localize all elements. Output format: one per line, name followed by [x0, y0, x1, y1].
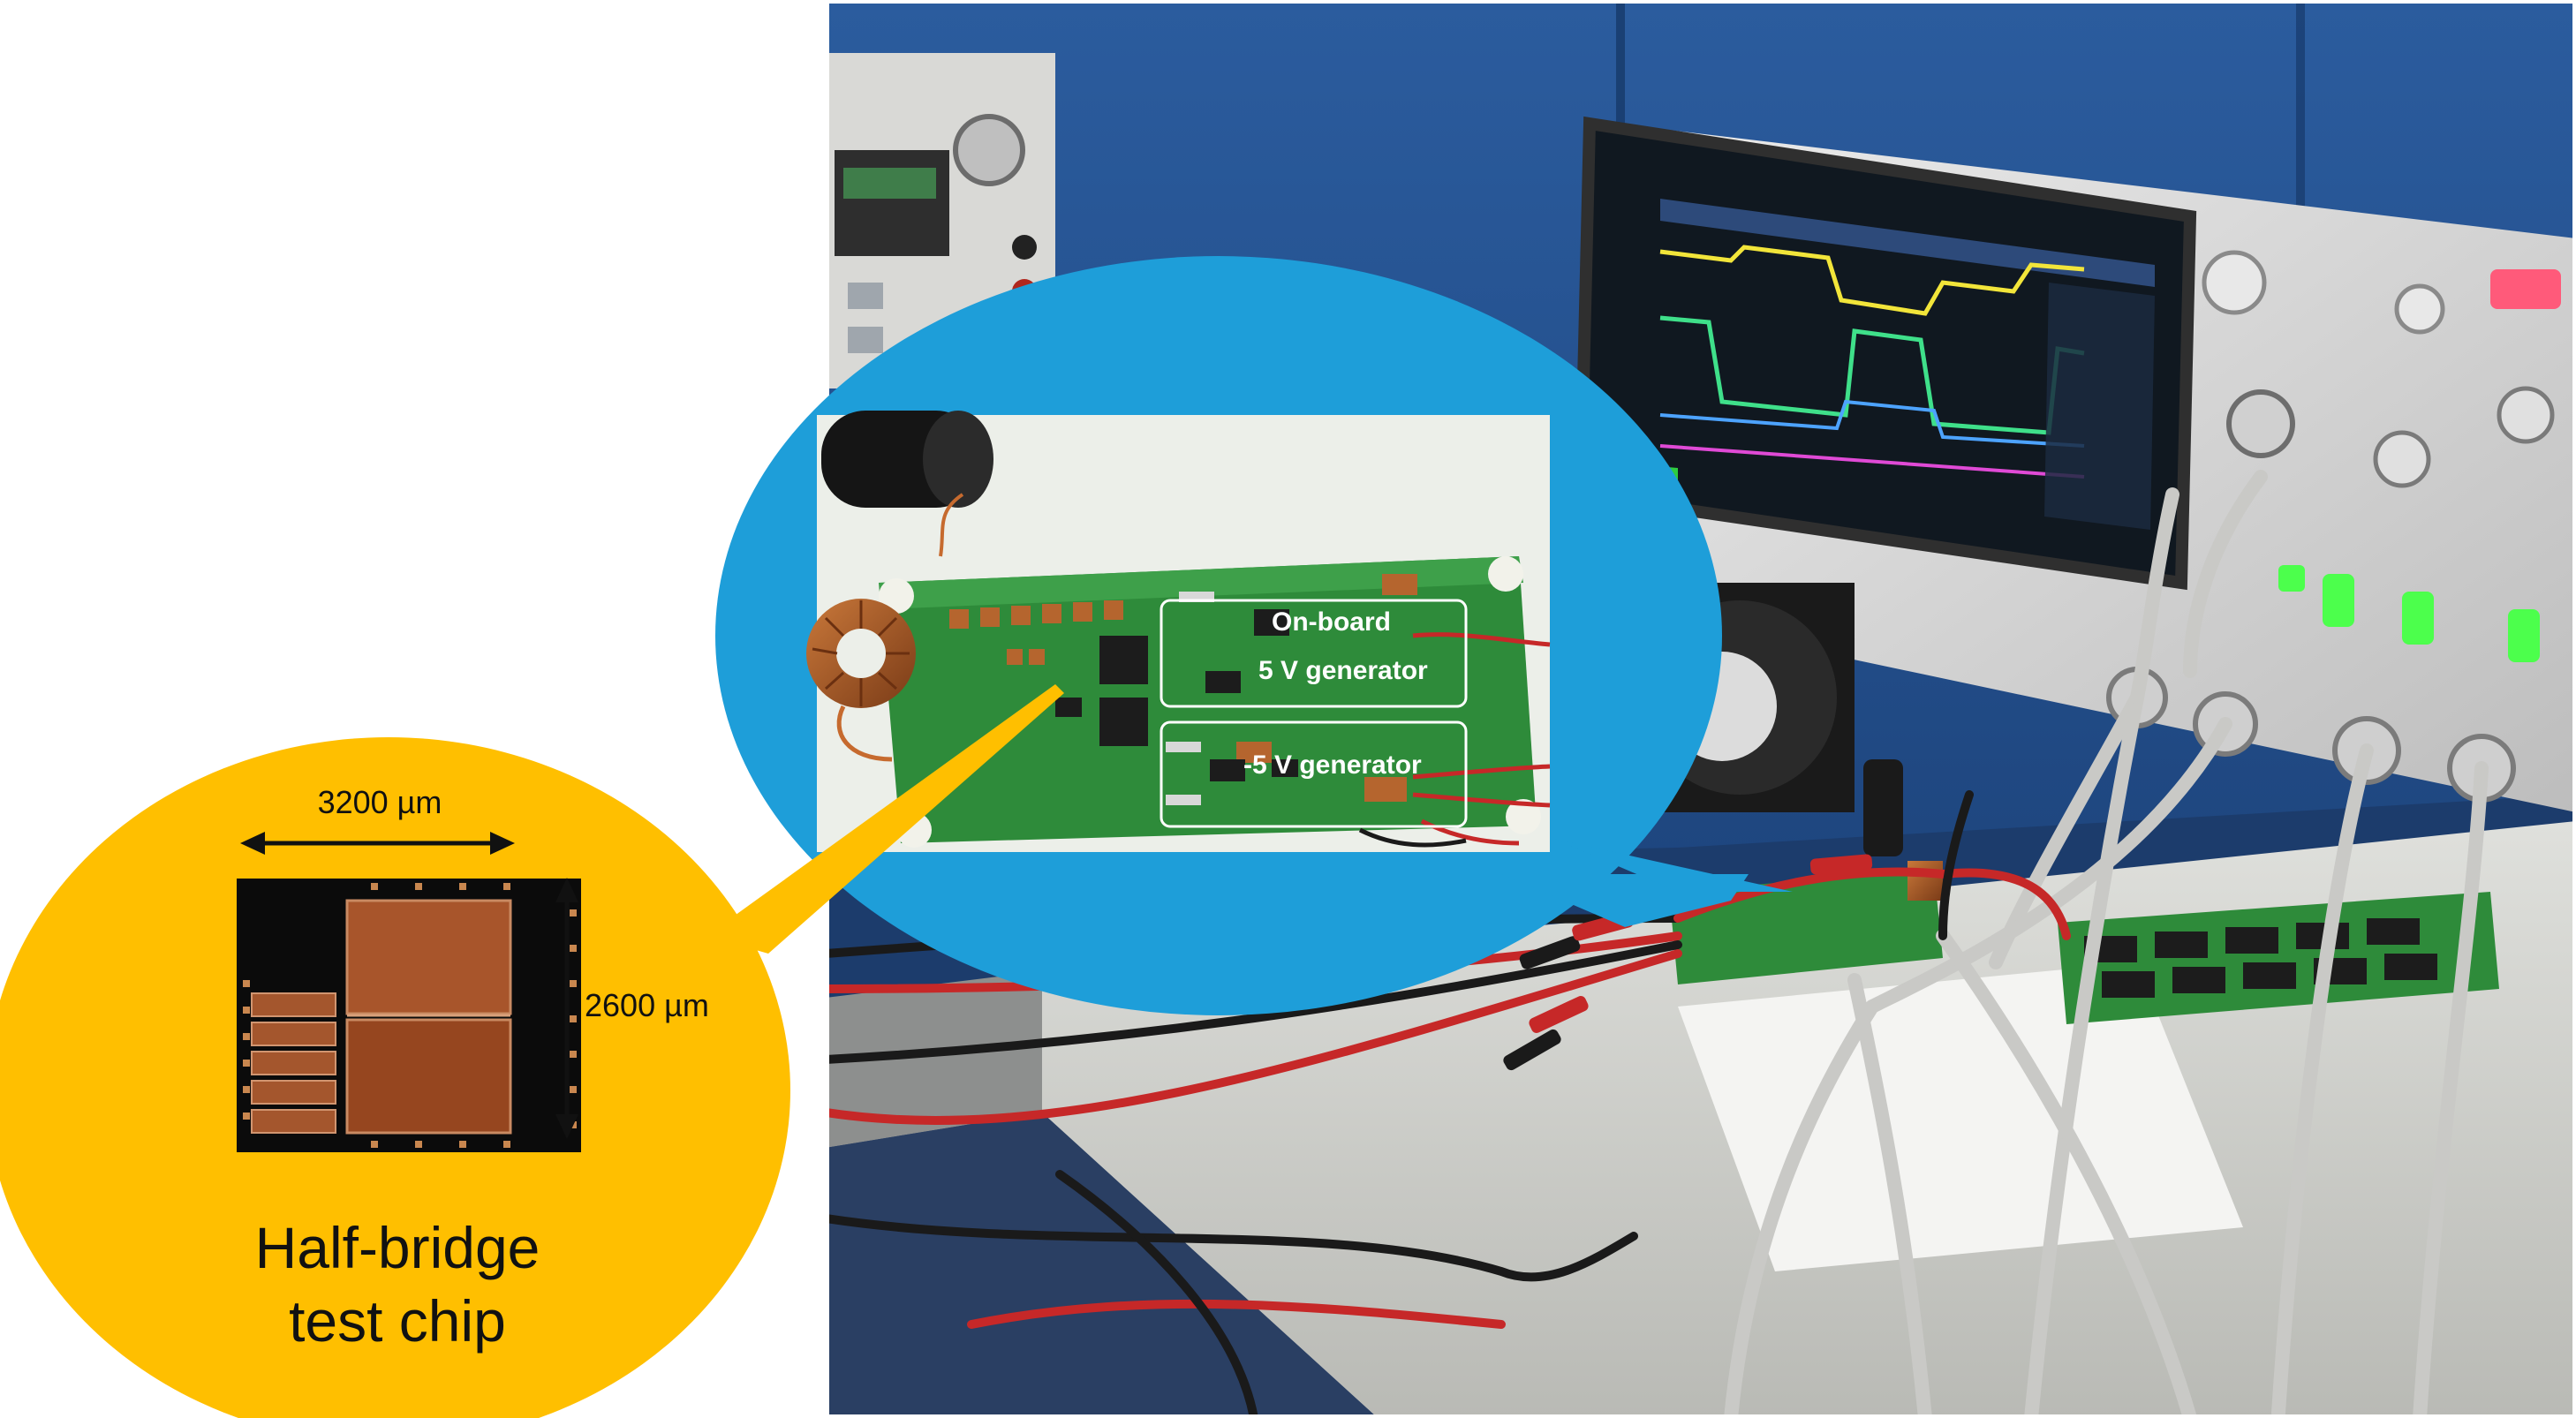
chip-caption-line2: test chip — [289, 1288, 506, 1354]
height-dimension-arrow — [555, 878, 578, 1139]
negative-5v-generator-label: -5 V generator — [1243, 750, 1422, 780]
chip-micrograph — [237, 879, 581, 1152]
chip-height-label: 2600 µm — [585, 987, 709, 1023]
board-photo — [806, 411, 1551, 852]
chip-caption-line1: Half-bridge — [254, 1215, 540, 1280]
chip-width-label: 3200 µm — [317, 784, 442, 820]
onboard-5v-label-line1: On-board — [1272, 607, 1391, 637]
width-dimension-arrow — [240, 832, 515, 855]
onboard-5v-label-line2: 5 V generator — [1258, 656, 1428, 685]
lab-photo — [826, 0, 2576, 1418]
